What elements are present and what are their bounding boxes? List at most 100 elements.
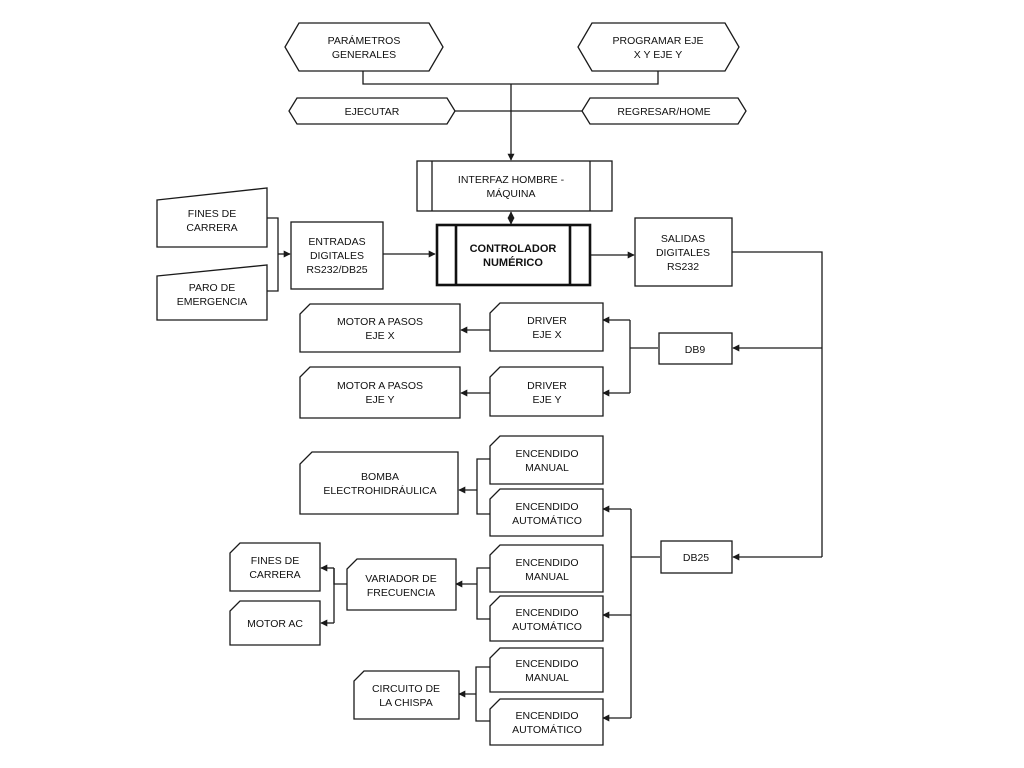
- node-label-line: MANUAL: [525, 672, 569, 684]
- node-label: ENCENDIDO MANUAL: [515, 658, 578, 684]
- node-db9: DB9: [658, 332, 733, 365]
- node-label-line: MOTOR A PASOS: [337, 380, 423, 392]
- node-salidas: SALIDAS DIGITALES RS232: [634, 217, 733, 287]
- node-label-line: CONTROLADOR: [470, 243, 557, 255]
- node-entradas: ENTRADAS DIGITALES RS232/DB25: [290, 221, 384, 290]
- node-fines1: FINES DE CARRERA: [156, 187, 268, 248]
- node-motor-y: MOTOR A PASOS EJE Y: [299, 366, 461, 419]
- node-label-line: FRECUENCIA: [367, 587, 435, 599]
- node-label-line: RS232: [667, 261, 699, 273]
- node-label-line: ENCENDIDO: [515, 557, 578, 569]
- node-label: DB25: [683, 552, 709, 564]
- node-label-line: EJE Y: [533, 394, 562, 406]
- connector-manual-2: [476, 567, 490, 584]
- node-label-line: MÁQUINA: [486, 187, 535, 200]
- node-label-line: ENTRADAS: [308, 236, 365, 248]
- node-label-line: EJE Y: [366, 394, 395, 406]
- node-label: MOTOR A PASOS EJE Y: [337, 380, 423, 406]
- node-label-line: LA CHISPA: [379, 697, 433, 709]
- node-label: FINES DE CARRERA: [249, 555, 300, 581]
- node-label-line: INTERFAZ HOMBRE -: [458, 174, 565, 186]
- node-enc-manual-1: ENCENDIDO MANUAL: [489, 435, 604, 485]
- connector-auto-2: [476, 584, 490, 620]
- node-paro: PARO DE EMERGENCIA: [156, 264, 268, 321]
- node-label-line: ENCENDIDO: [515, 607, 578, 619]
- connector-auto-3: [475, 694, 490, 722]
- connectors: [267, 70, 823, 722]
- connector-manual-3: [475, 666, 490, 694]
- node-label-line: ELECTROHIDRÁULICA: [323, 484, 436, 497]
- node-label: INTERFAZ HOMBRE -MÁQUINA: [458, 174, 565, 200]
- node-label-line: EMERGENCIA: [177, 296, 248, 308]
- node-label-line: VARIADOR DE: [365, 573, 437, 585]
- node-label-line: FINES DE: [188, 208, 236, 220]
- node-db25: DB25: [660, 540, 733, 574]
- node-label: PROGRAMAR EJE X Y EJE Y: [612, 35, 703, 61]
- node-label-line: ENCENDIDO: [515, 658, 578, 670]
- node-chispa: CIRCUITO DE LA CHISPA: [353, 670, 460, 720]
- node-label-line: AUTOMÁTICO: [512, 514, 582, 527]
- connector-auto-1: [476, 490, 490, 515]
- node-label-line: X Y EJE Y: [634, 49, 682, 61]
- node-label-line: ENCENDIDO: [515, 710, 578, 722]
- node-regresar: REGRESAR/HOME: [581, 97, 747, 125]
- node-ejecutar: EJECUTAR: [288, 97, 456, 125]
- node-label-line: PROGRAMAR EJE: [612, 35, 703, 47]
- node-programar: PROGRAMAR EJE X Y EJE Y: [577, 22, 740, 72]
- node-label: EJECUTAR: [345, 106, 400, 118]
- node-label: ENCENDIDO MANUAL: [515, 557, 578, 583]
- node-label-line: CARRERA: [249, 569, 300, 581]
- node-label-line: MANUAL: [525, 462, 569, 474]
- node-label-line: GENERALES: [332, 49, 396, 61]
- node-label-line: DIGITALES: [656, 247, 710, 259]
- node-label-line: FINES DE: [251, 555, 299, 567]
- node-label: DB9: [685, 344, 706, 356]
- node-label-line: EJE X: [365, 330, 394, 342]
- node-label: SALIDAS DIGITALES RS232: [656, 233, 710, 273]
- node-label-line: BOMBA: [361, 471, 399, 483]
- node-label-line: RS232/DB25: [306, 264, 367, 276]
- node-label: PARO DE EMERGENCIA: [177, 282, 248, 308]
- node-label: REGRESAR/HOME: [617, 106, 710, 118]
- node-fines2: FINES DE CARRERA: [229, 542, 321, 592]
- node-label-line: PARO DE: [189, 282, 235, 294]
- node-label-line: DIGITALES: [310, 250, 364, 262]
- node-label: ENTRADAS DIGITALES RS232/DB25: [306, 236, 367, 276]
- node-label: FINES DE CARRERA: [186, 208, 237, 234]
- node-label-line: DRIVER: [527, 380, 567, 392]
- node-label-line: EJECUTAR: [345, 106, 400, 118]
- node-label: ENCENDIDO MANUAL: [515, 448, 578, 474]
- node-label: CIRCUITO DE LA CHISPA: [372, 683, 440, 709]
- node-label: VARIADOR DE FRECUENCIA: [365, 573, 437, 599]
- node-label-line: AUTOMÁTICO: [512, 620, 582, 633]
- node-enc-manual-2: ENCENDIDO MANUAL: [489, 544, 604, 593]
- node-label-line: MANUAL: [525, 571, 569, 583]
- node-label-line: CARRERA: [186, 222, 237, 234]
- node-label-line: CIRCUITO DE: [372, 683, 440, 695]
- node-label-line: SALIDAS: [661, 233, 705, 245]
- connector-paro: [267, 254, 279, 292]
- connector-programar: [511, 70, 659, 85]
- node-enc-manual-3: ENCENDIDO MANUAL: [489, 647, 604, 693]
- connector-manual-1: [476, 458, 490, 490]
- node-label-line: ENCENDIDO: [515, 501, 578, 513]
- node-label-line: ENCENDIDO: [515, 448, 578, 460]
- node-label-line: NUMÉRICO: [483, 256, 543, 269]
- connector-salidas-bus: [732, 251, 823, 557]
- node-label-line: DB9: [685, 344, 706, 356]
- node-label-line: MOTOR AC: [247, 618, 303, 630]
